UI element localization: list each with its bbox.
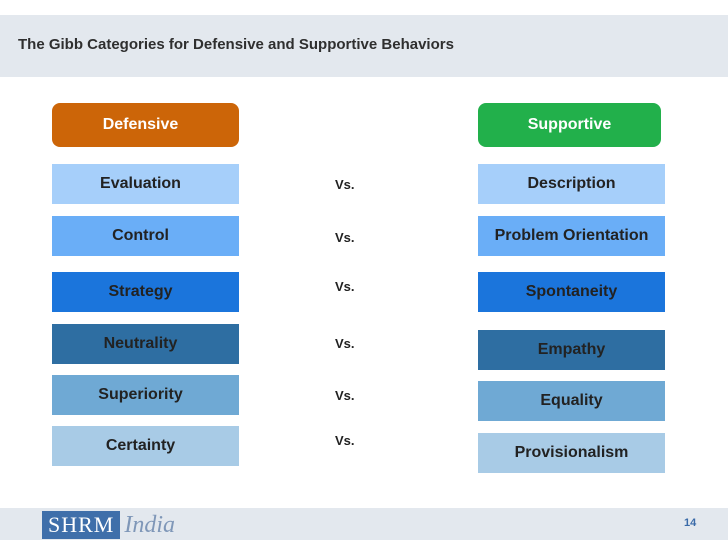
defensive-item-strategy: Strategy bbox=[52, 272, 239, 312]
page-number: 14 bbox=[684, 517, 697, 529]
defensive-item-evaluation: Evaluation bbox=[52, 164, 239, 204]
defensive-item-control: Control bbox=[52, 216, 239, 256]
slide-title: The Gibb Categories for Defensive and Su… bbox=[18, 36, 454, 53]
logo-box: SHRM bbox=[42, 511, 121, 539]
shrm-india-logo: SHRM India bbox=[42, 510, 175, 540]
defensive-item-superiority: Superiority bbox=[52, 375, 239, 415]
defensive-header: Defensive bbox=[52, 103, 239, 147]
supportive-item-spontaneity: Spontaneity bbox=[478, 272, 665, 312]
title-bar bbox=[0, 15, 728, 77]
logo-text: India bbox=[124, 511, 176, 538]
vs-label: Vs. bbox=[335, 388, 355, 403]
vs-label: Vs. bbox=[335, 230, 355, 245]
vs-label: Vs. bbox=[335, 177, 355, 192]
vs-label: Vs. bbox=[335, 433, 355, 448]
defensive-item-neutrality: Neutrality bbox=[52, 324, 239, 364]
vs-label: Vs. bbox=[335, 279, 355, 294]
supportive-header: Supportive bbox=[478, 103, 661, 147]
supportive-item-description: Description bbox=[478, 164, 665, 204]
footer-bar bbox=[0, 508, 728, 540]
supportive-item-equality: Equality bbox=[478, 381, 665, 421]
supportive-item-problem-orientation: Problem Orientation bbox=[478, 216, 665, 256]
vs-label: Vs. bbox=[335, 336, 355, 351]
supportive-item-provisionalism: Provisionalism bbox=[478, 433, 665, 473]
defensive-item-certainty: Certainty bbox=[52, 426, 239, 466]
supportive-item-empathy: Empathy bbox=[478, 330, 665, 370]
